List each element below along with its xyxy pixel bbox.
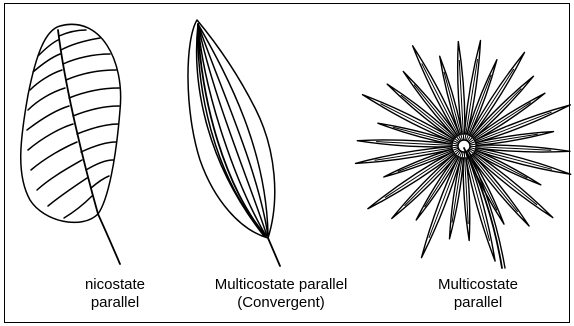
label-unicostate: nicostate parallel	[60, 276, 170, 312]
label-multicostate-convergent-line2: (Convergent)	[186, 294, 376, 312]
multicostate-convergent-leaf	[188, 20, 280, 266]
multicostate-fan-leaf	[356, 41, 571, 262]
unicostate-leaf	[21, 24, 121, 264]
leaf-1-petiole	[98, 214, 120, 264]
label-multicostate-convergent: Multicostate parallel (Convergent)	[186, 276, 376, 312]
label-unicostate-line1: nicostate	[60, 276, 170, 294]
leaf-2-petiole	[268, 238, 280, 266]
label-unicostate-line2: parallel	[60, 294, 170, 312]
label-multicostate-convergent-line1: Multicostate parallel	[186, 276, 376, 294]
label-multicostate-parallel: Multicostate parallel	[418, 276, 538, 312]
label-multicostate-parallel-line2: parallel	[418, 294, 538, 312]
label-multicostate-parallel-line1: Multicostate	[418, 276, 538, 294]
